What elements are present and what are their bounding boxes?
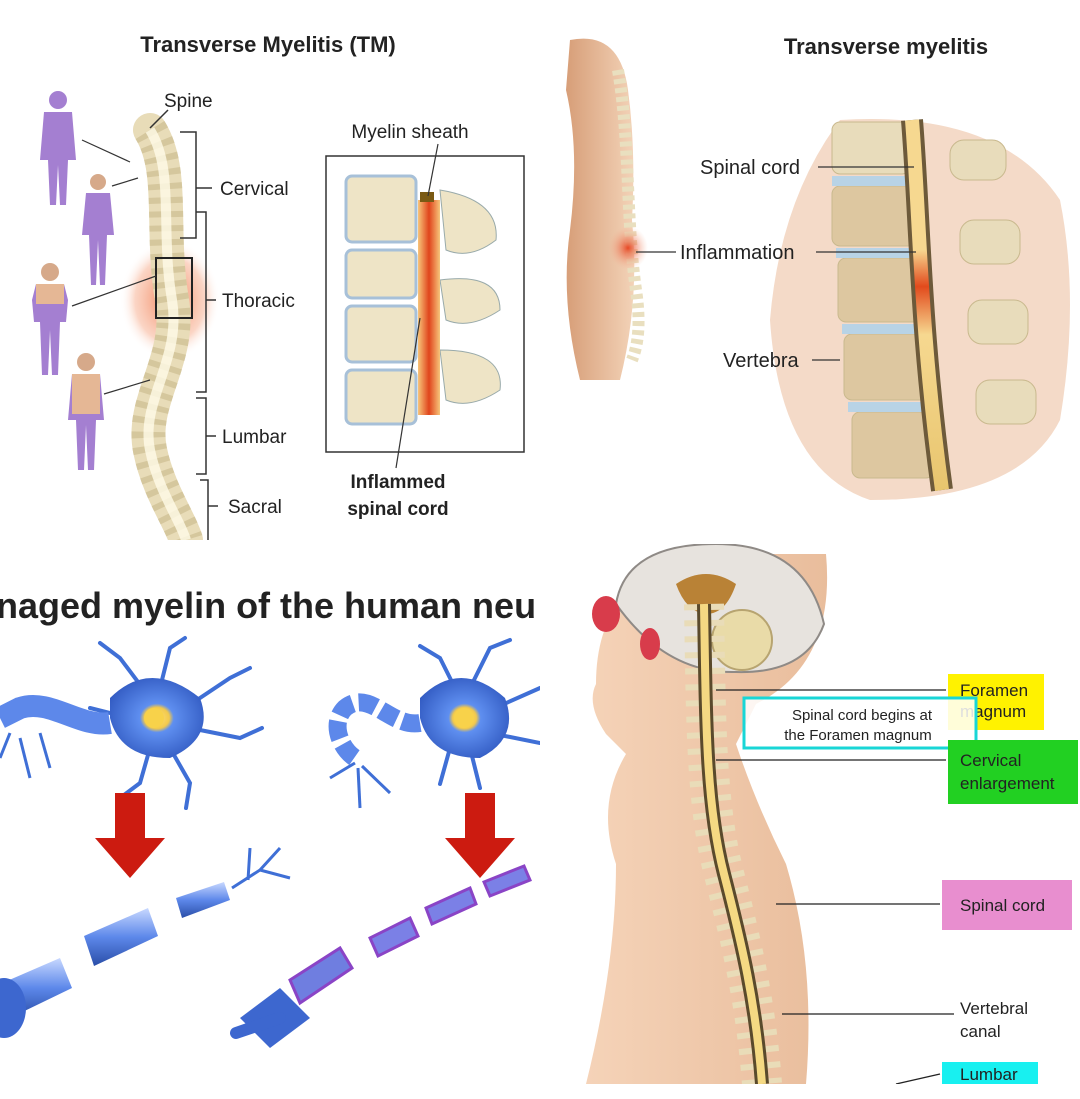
region-brackets xyxy=(149,109,218,540)
label-inflamed-line2: spinal cord xyxy=(347,499,448,520)
vertebra-cross-section xyxy=(344,174,501,426)
label-foramen-line1: Foramen xyxy=(960,681,1028,700)
arrow-down-right xyxy=(445,793,515,878)
red-arrows xyxy=(95,793,515,878)
damaged-myelin-illustration: naged myelin of the human neu xyxy=(0,585,540,1048)
highlight-box xyxy=(155,257,193,319)
tm-overview-illustration: Transverse Myelitis (TM) Spine Cervical … xyxy=(32,32,525,540)
label-begins-line1: Spinal cord begins at xyxy=(792,707,933,724)
label-begins-line2: the Foramen magnum xyxy=(784,727,932,744)
spinous-processes xyxy=(949,139,1037,425)
label-spine: Spine xyxy=(164,91,213,112)
spinal-cord-begins-callout xyxy=(742,696,978,750)
cervical-enlargement-badge xyxy=(948,740,1078,804)
figure-lumbar xyxy=(68,353,104,470)
label-vertebral-line1: Vertebral xyxy=(960,999,1028,1018)
sagittal-spinal-cord xyxy=(905,119,949,491)
sinus-right xyxy=(640,628,660,660)
healthy-axon xyxy=(0,846,291,1038)
label-cervical: Cervical xyxy=(220,179,289,200)
tr-title: Transverse myelitis xyxy=(784,34,988,59)
label-vertebral-line2: canal xyxy=(960,1022,1001,1041)
label-inflamed-line1: Inflammed xyxy=(350,472,445,493)
label-cervical-line2: enlargement xyxy=(960,774,1055,793)
anatomy-pointer-lines xyxy=(716,689,954,1084)
label-sacral: Sacral xyxy=(228,497,282,518)
tr-pointer-lines xyxy=(636,166,916,361)
damaged-neuron xyxy=(328,638,540,809)
spinal-cord-badge xyxy=(942,880,1072,930)
label-vertebra: Vertebra xyxy=(723,350,799,372)
panel-damaged-myelin: naged myelin of the human neu xyxy=(0,548,540,1099)
vertebra-stack xyxy=(831,121,935,479)
arrow-down-left xyxy=(95,793,165,878)
spinal-cord-anatomy-illustration: Foramen magnum Spinal cord begins at the… xyxy=(586,544,1078,1084)
label-lumbar: Lumbar xyxy=(222,427,287,448)
panel-transverse-myelitis-overview: Transverse Myelitis (TM) Spine Cervical … xyxy=(0,0,540,540)
damaged-axon xyxy=(230,864,532,1048)
figure-cervical xyxy=(40,91,76,205)
label-anatomy-spinal-cord: Spinal cord xyxy=(960,896,1045,915)
label-inflammation: Inflammation xyxy=(680,242,795,264)
healthy-neuron xyxy=(0,636,264,810)
label-anatomy-lumbar: Lumbar xyxy=(960,1065,1018,1084)
body-silhouette xyxy=(566,38,635,380)
figure-thoracic-upper xyxy=(82,174,114,285)
label-cervical-line1: Cervical xyxy=(960,751,1021,770)
small-inflammation xyxy=(608,226,648,270)
tm-sagittal-illustration: Transverse myelitis xyxy=(566,34,1070,500)
inset-pointer-lines xyxy=(395,143,439,469)
label-myelin-sheath: Myelin sheath xyxy=(351,122,468,143)
label-spinal-cord: Spinal cord xyxy=(700,157,800,179)
label-thoracic: Thoracic xyxy=(222,291,295,312)
bl-title: naged myelin of the human neu xyxy=(0,585,536,626)
figure-thoracic xyxy=(32,263,68,375)
spine-column xyxy=(131,113,203,540)
panel-spinal-cord-anatomy: Foramen magnum Spinal cord begins at the… xyxy=(556,544,1080,1084)
lumbar-badge xyxy=(942,1062,1038,1084)
figure-pointer-lines xyxy=(71,139,157,395)
panel-transverse-myelitis-sagittal: Transverse myelitis xyxy=(540,0,1080,540)
sinus-left xyxy=(592,596,620,632)
anatomy-spinal-cord xyxy=(700,603,766,1084)
tl-title: Transverse Myelitis (TM) xyxy=(140,32,396,57)
